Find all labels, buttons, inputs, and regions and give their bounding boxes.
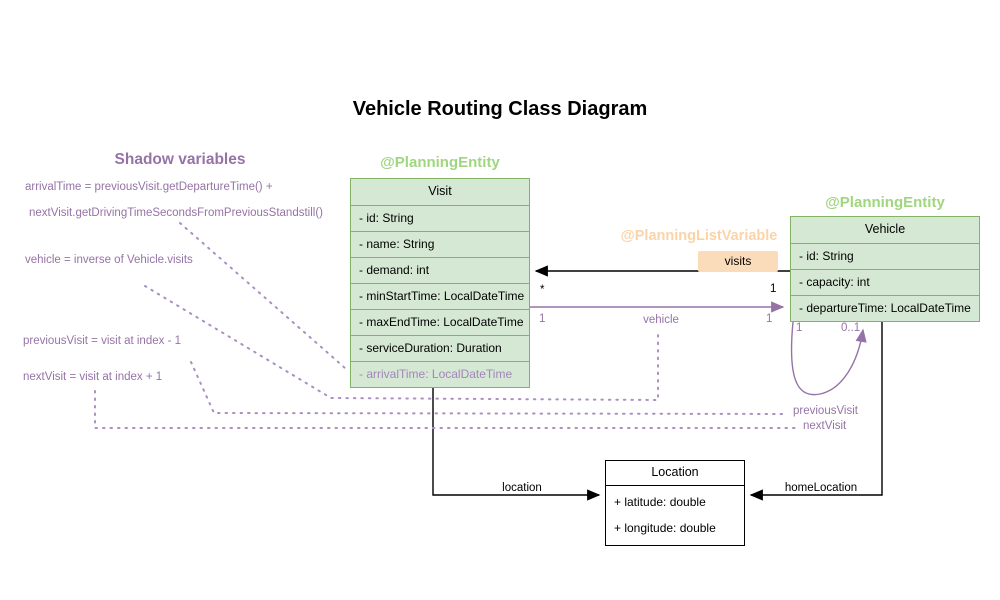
vehicle-class-name: Vehicle — [864, 222, 906, 236]
visit-attr-maxendtime: - maxEndTime: LocalDateTime — [351, 309, 529, 335]
shadow-formula-arrivaltime-2: nextVisit.getDrivingTimeSecondsFromPrevi… — [29, 207, 323, 219]
visit-attr-id: - id: String — [351, 205, 529, 231]
visit-attr-name: - name: String — [351, 231, 529, 257]
vehicle-rel-label: vehicle — [643, 314, 679, 326]
vehicle-attr-capacity: - capacity: int — [791, 269, 979, 295]
vehicle-rel-right-multiplicity: 1 — [766, 313, 773, 325]
location-attr-latitude: + latitude: double — [614, 495, 706, 509]
shadow-formula-vehicle: vehicle = inverse of Vehicle.visits — [25, 254, 193, 266]
visits-multiplicity-one: 1 — [770, 283, 777, 295]
loop-left-multiplicity: 1 — [796, 322, 803, 334]
location-rel-label: location — [502, 482, 542, 494]
visit-attr-arrivaltime: - arrivalTime: LocalDateTime — [351, 361, 529, 387]
vehicle-self-loop-arrow — [790, 321, 867, 396]
shadow-connector-nextvisit — [94, 390, 798, 429]
vehicle-planning-entity-annotation: @PlanningEntity — [825, 194, 945, 211]
location-class-box: Location + latitude: double + longitude:… — [605, 460, 745, 546]
location-attr-longitude: + longitude: double — [614, 521, 716, 535]
location-class-name: Location — [651, 465, 699, 479]
shadow-connector-vehicle — [144, 285, 659, 402]
homelocation-association-arrow — [749, 321, 883, 501]
vehicle-class-box: Vehicle - id: String - capacity: int - d… — [790, 216, 980, 322]
previousvisit-rel-label: previousVisit — [793, 405, 858, 417]
shadow-formula-arrivaltime-1: arrivalTime = previousVisit.getDeparture… — [25, 181, 273, 193]
nextvisit-rel-label: nextVisit — [803, 420, 847, 432]
visit-attr-serviceduration: - serviceDuration: Duration — [351, 335, 529, 361]
vehicle-attr-id: - id: String — [791, 243, 979, 269]
shadow-variables-heading: Shadow variables — [114, 151, 246, 168]
planning-list-variable-annotation: @PlanningListVariable — [620, 228, 778, 244]
visits-multiplicity-star: * — [540, 284, 545, 296]
visit-attr-demand: - demand: int — [351, 257, 529, 283]
location-association-arrow — [432, 386, 601, 501]
visit-attr-minstarttime: - minStartTime: LocalDateTime — [351, 283, 529, 309]
shadow-formula-previousvisit: previousVisit = visit at index - 1 — [23, 335, 181, 347]
vehicle-attr-departuretime: - departureTime: LocalDateTime — [791, 295, 979, 321]
visit-planning-entity-annotation: @PlanningEntity — [380, 154, 500, 171]
visits-label-badge: visits — [698, 251, 778, 272]
diagram-title: Vehicle Routing Class Diagram — [352, 98, 648, 120]
visit-class-box: Visit - id: String - name: String - dema… — [350, 178, 530, 388]
homelocation-rel-label: homeLocation — [784, 482, 858, 494]
shadow-connector-arrivaltime — [179, 222, 346, 369]
visit-class-name: Visit — [428, 184, 452, 198]
vehicle-rel-left-multiplicity: 1 — [539, 313, 546, 325]
loop-right-multiplicity: 0..1 — [841, 322, 861, 334]
shadow-formula-nextvisit: nextVisit = visit at index + 1 — [23, 371, 163, 383]
